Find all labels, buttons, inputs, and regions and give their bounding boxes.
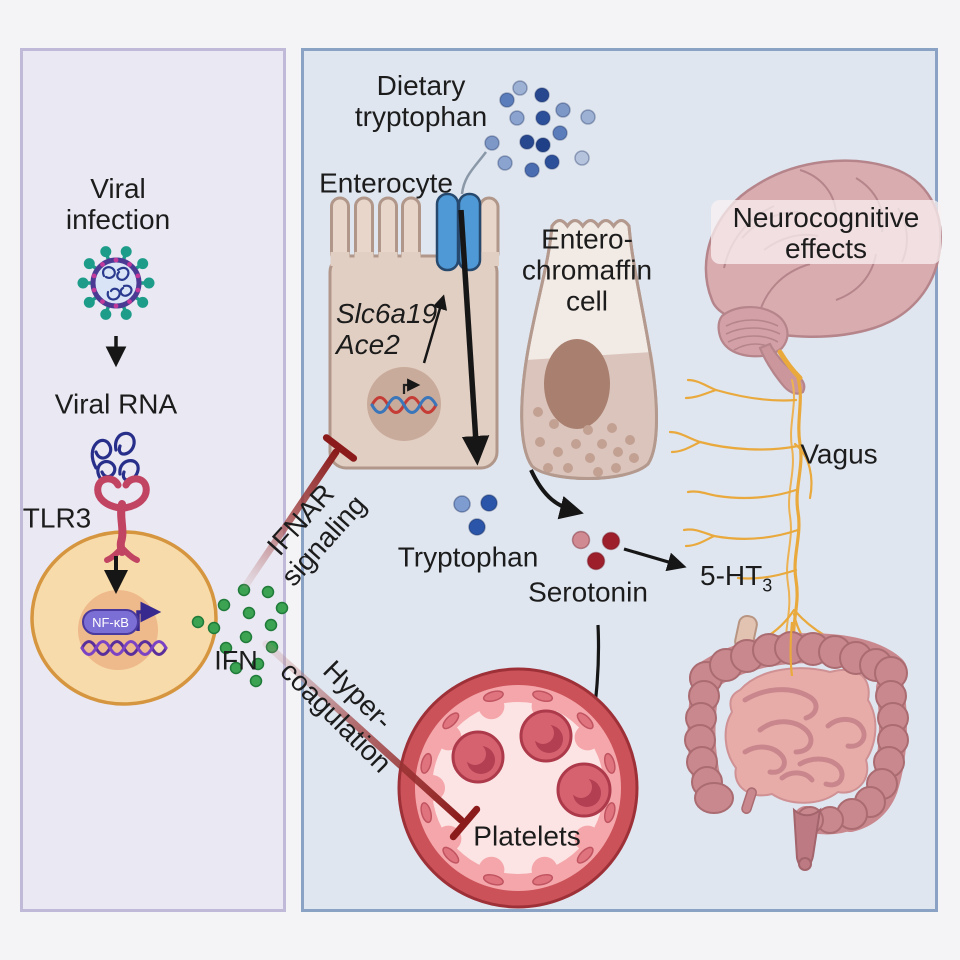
viral-rna-label: Viral RNA — [54, 388, 178, 420]
genes-label: Slc6a19 Ace2 — [336, 298, 438, 360]
5ht3-sub: 3 — [762, 575, 773, 596]
tryptophan-intake-curve — [460, 151, 487, 195]
enterocyte-dna-icon — [370, 396, 438, 414]
vagus-nerve-icon — [668, 349, 860, 666]
viral-infection-panel — [20, 48, 286, 912]
nfkb-label: NF-κB — [92, 614, 129, 630]
cerebellum — [717, 306, 789, 358]
arrow-genes-to-transporter — [422, 294, 448, 364]
serotonin-label: Serotonin — [528, 576, 648, 608]
enterochromaffin-label: Entero- chromaffin cell — [521, 223, 653, 317]
serotonin-dots — [571, 530, 621, 571]
ifn-label: IFN — [214, 645, 258, 676]
neurocognitive-box — [711, 200, 941, 264]
ec-granules — [533, 407, 639, 477]
red-blood-cells — [451, 709, 612, 818]
dietary-tryptophan-dots — [484, 80, 596, 178]
enterocyte-label: Enterocyte — [319, 167, 453, 199]
intestine-icon — [684, 614, 909, 871]
ec-nucleus — [544, 339, 610, 429]
arrow-serotonin-to-5ht3 — [623, 547, 687, 572]
brain-icon — [704, 159, 942, 395]
tlr3-label: TLR3 — [22, 502, 92, 534]
viral-rna-icon — [90, 431, 140, 482]
enterocyte-cell — [328, 196, 500, 470]
ifn-dots — [191, 583, 289, 688]
dietary-tryptophan-label: Dietary tryptophan — [354, 70, 488, 132]
tryptophan-label: Tryptophan — [397, 541, 539, 573]
5ht3-label: 5-HT3 — [700, 560, 772, 602]
transporter-icon — [435, 192, 482, 272]
tryptophan-dots — [453, 494, 498, 536]
tlr3-receptor-icon — [94, 475, 150, 563]
virus-icon — [77, 246, 155, 320]
neurocognitive-label: Neurocognitive effects — [732, 202, 920, 264]
enterochromaffin-cell — [520, 219, 658, 480]
arrow-tryptophan-transport — [458, 209, 490, 466]
transcription-arrow-icon — [402, 378, 421, 394]
hypercoagulation-inhibition-line — [262, 640, 481, 841]
nfkb-pill — [82, 609, 139, 635]
platelets-label: Platelets — [473, 820, 581, 852]
arrow-ec-to-serotonin — [529, 469, 584, 520]
viral-infection-label: Viral infection — [65, 173, 171, 235]
endothelial-cells — [420, 690, 616, 886]
ifnar-inhibition-line — [242, 434, 358, 589]
dna-icon — [80, 640, 168, 656]
5ht3-base: 5-HT — [700, 560, 763, 591]
vagus-label: Vagus — [800, 438, 878, 470]
blood-vessel-icon — [397, 667, 639, 909]
